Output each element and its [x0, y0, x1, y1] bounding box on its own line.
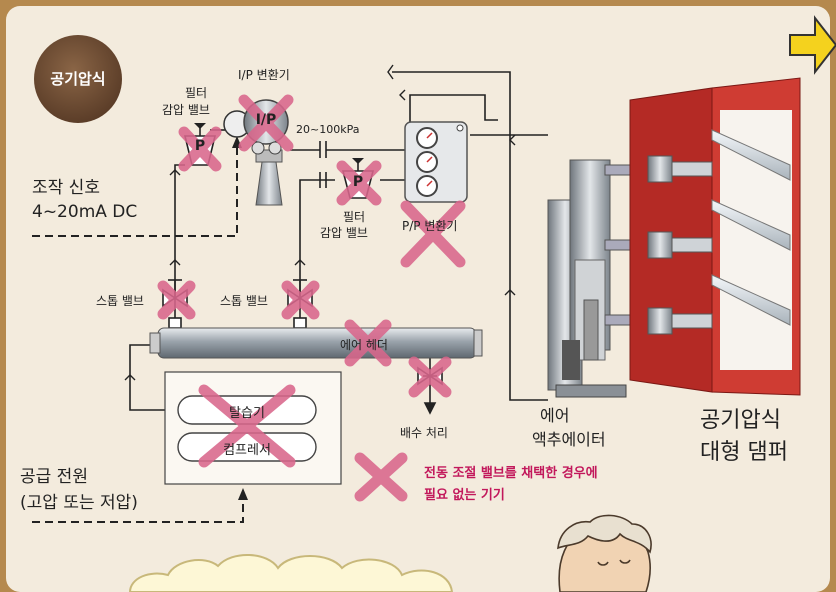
cross-mark-icon: [408, 356, 452, 398]
compressor-box: [164, 371, 342, 485]
power-arrow-head: [238, 488, 248, 500]
drain-label: 배수 처리: [400, 426, 448, 440]
pp-converter: [404, 121, 468, 203]
p-symbol-top: P: [194, 138, 206, 154]
compressor-label: 컴프레서: [223, 443, 271, 458]
cross-mark-icon: [238, 94, 294, 152]
badge-circle: [34, 35, 122, 123]
legend-text-line2: 필요 없는 기기: [424, 488, 505, 503]
cross-mark-icon: [178, 126, 222, 172]
air-header-label: 에어 헤더: [340, 338, 388, 352]
actuator-label-line2: 액추에이터: [532, 430, 606, 449]
filter-label-mid: 필터: [343, 210, 366, 224]
stop-valve-label-left: 스톱 밸브: [96, 294, 144, 308]
damper-label-line2: 대형 댐퍼: [700, 440, 788, 465]
ip-converter-label: I/P 변환기: [238, 68, 290, 82]
reducer-label-mid: 감압 밸브: [320, 226, 368, 240]
pressure-label: 20~100kPa: [296, 123, 360, 136]
air-header-pipe: [149, 327, 483, 359]
cartoon-face-icon: [557, 514, 652, 592]
signal-label-line2: 4~20mA DC: [32, 202, 138, 222]
signal-label-line1: 조작 신호: [32, 178, 100, 198]
p-symbol-mid: P: [352, 174, 364, 190]
cross-marks: [157, 94, 466, 502]
cross-mark-icon: [198, 384, 296, 468]
damper-label-line1: 공기압식: [700, 408, 781, 433]
pp-converter-label: P/P 변환기: [402, 219, 458, 233]
cross-mark-icon: [157, 280, 196, 320]
cross-mark-icon: [336, 160, 382, 206]
cross-mark-icon: [354, 452, 408, 502]
reducer-label-top: 감압 밸브: [162, 103, 210, 117]
badge-label: 공기압식: [50, 70, 106, 88]
legend-text-line1: 전동 조절 밸브를 채택한 경우에: [424, 466, 598, 481]
air-actuator: [547, 159, 651, 398]
arrow-right-icon: [789, 15, 836, 75]
power-label-line1: 공급 전원: [20, 467, 88, 487]
dehumidifier-label: 탈습기: [229, 406, 265, 421]
stop-valve-label-right: 스톱 밸브: [220, 294, 268, 308]
cross-mark-icon: [281, 280, 320, 320]
signal-dashed-lines: [32, 140, 244, 523]
cross-mark-icon: [344, 319, 392, 367]
power-label-line2: (고압 또는 저압): [20, 493, 138, 513]
large-damper: [629, 77, 801, 396]
actuator-label-line1: 에어: [540, 406, 570, 425]
ip-symbol: I/P: [255, 112, 277, 128]
filter-label-top: 필터: [185, 86, 208, 100]
cross-mark-icon: [400, 200, 466, 268]
cloud-icon: [128, 553, 454, 592]
